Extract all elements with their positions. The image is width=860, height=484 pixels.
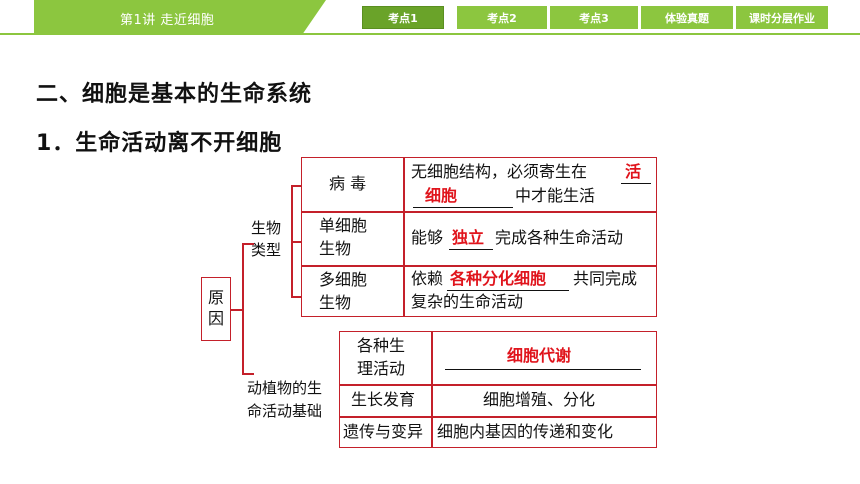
physiology-label-2: 理活动 xyxy=(357,359,406,378)
types-row-divider-1 xyxy=(301,211,657,213)
growth-desc: 细胞增殖、分化 xyxy=(483,390,596,409)
physiology-answer: 细胞代谢 xyxy=(507,346,572,365)
chapter-banner xyxy=(34,0,326,34)
unicellular-label-1: 单细胞 xyxy=(319,216,368,235)
brace-bottom-arm xyxy=(242,373,254,375)
types-col-divider xyxy=(403,157,405,317)
subsection-title: 1．生命活动离不开细胞 xyxy=(36,131,283,156)
section-title: 二、细胞是基本的生命系统 xyxy=(36,82,313,107)
virus-label: 病 毒 xyxy=(329,174,367,193)
multicellular-label-2: 生物 xyxy=(319,293,352,312)
brace-top-arm xyxy=(242,243,254,245)
multicellular-blank-underline xyxy=(447,290,569,291)
basis-row-divider-1 xyxy=(339,384,657,386)
root-label: 原因 xyxy=(208,288,225,328)
root-connector xyxy=(231,309,243,311)
multicellular-desc-suffix: 共同完成 xyxy=(573,269,638,288)
basis-col-divider xyxy=(431,331,433,448)
types-brace-top xyxy=(291,185,301,187)
virus-blank-1-underline xyxy=(621,183,651,184)
multicellular-desc-line2: 复杂的生命活动 xyxy=(411,292,524,311)
basis-table xyxy=(339,331,657,448)
unicellular-desc-suffix: 完成各种生命活动 xyxy=(495,228,624,247)
unicellular-blank-underline xyxy=(449,249,493,250)
unicellular-desc-prefix: 能够 xyxy=(411,228,444,247)
physiology-blank-underline xyxy=(445,369,641,370)
virus-answer-2: 细胞 xyxy=(425,186,458,205)
header-divider xyxy=(0,33,860,35)
main-brace xyxy=(242,243,244,373)
heredity-desc: 细胞内基因的传递和变化 xyxy=(437,422,614,441)
top-bar: 第1讲 走近细胞 考点1 考点2 考点3 体验真题 课时分层作业 xyxy=(0,0,860,35)
chapter-title: 第1讲 走近细胞 xyxy=(120,13,215,28)
multicellular-answer: 各种分化细胞 xyxy=(450,269,547,288)
types-brace-mid xyxy=(291,241,301,243)
branch-basis-label-1: 动植物的生 xyxy=(247,379,323,397)
nav-tab-kaodian3[interactable]: 考点3 xyxy=(550,6,638,29)
physiology-label-1: 各种生 xyxy=(357,336,406,355)
virus-desc-line2: 中才能生活 xyxy=(515,186,596,205)
branch-types-label-2: 类型 xyxy=(251,241,282,259)
virus-desc-line1: 无细胞结构，必须寄生在 xyxy=(411,162,588,181)
heredity-label: 遗传与变异 xyxy=(343,422,424,441)
nav-tab-homework[interactable]: 课时分层作业 xyxy=(736,6,828,29)
branch-basis-label-2: 命活动基础 xyxy=(247,402,323,420)
types-row-divider-2 xyxy=(301,265,657,267)
basis-row-divider-2 xyxy=(339,416,657,418)
unicellular-answer: 独立 xyxy=(452,228,485,247)
growth-label: 生长发育 xyxy=(351,390,416,409)
multicellular-desc-prefix: 依赖 xyxy=(411,269,444,288)
root-box xyxy=(201,277,231,341)
virus-answer-1: 活 xyxy=(625,162,642,181)
branch-types-label-1: 生物 xyxy=(251,219,282,237)
nav-tab-real-exam[interactable]: 体验真题 xyxy=(641,6,733,29)
nav-tab-kaodian2[interactable]: 考点2 xyxy=(457,6,547,29)
types-brace-bottom xyxy=(291,296,301,298)
multicellular-label-1: 多细胞 xyxy=(319,270,368,289)
concept-diagram: 原因 生物 类型 病 毒 无细胞结构，必须寄生在 活 细胞 中才能生活 单细胞 … xyxy=(195,155,665,450)
unicellular-label-2: 生物 xyxy=(319,239,352,258)
virus-blank-2-underline xyxy=(413,207,513,208)
nav-tab-kaodian1[interactable]: 考点1 xyxy=(362,6,444,29)
